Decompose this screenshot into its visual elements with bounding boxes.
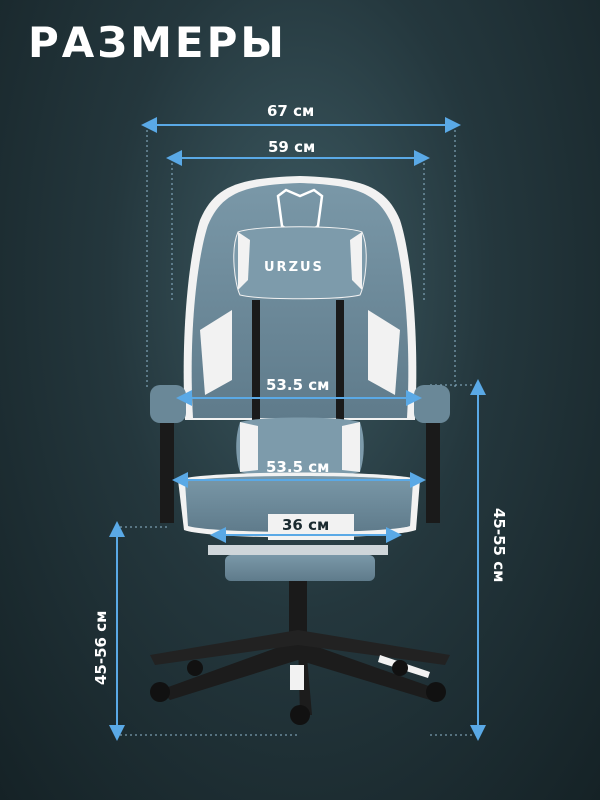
seat-width-label: 53.5 см xyxy=(266,458,330,476)
backrest xyxy=(183,176,417,477)
seat-depth-label: 36 см xyxy=(282,516,330,534)
dimension-arrows xyxy=(109,117,486,741)
seat xyxy=(178,472,420,540)
armrest-width-label: 53.5 см xyxy=(266,376,330,394)
overall-width-label: 67 см xyxy=(267,102,315,120)
back-width-label: 59 см xyxy=(268,138,316,156)
footrest xyxy=(208,545,388,581)
armrests xyxy=(150,385,450,523)
chair-base xyxy=(150,580,450,725)
page-title: РАЗМЕРЫ xyxy=(28,18,287,67)
seat-height-label: 45-56 см xyxy=(92,610,110,685)
armrest-height-label: 45-55 см xyxy=(490,508,508,583)
brand-logo-text: URZUS xyxy=(264,260,324,275)
